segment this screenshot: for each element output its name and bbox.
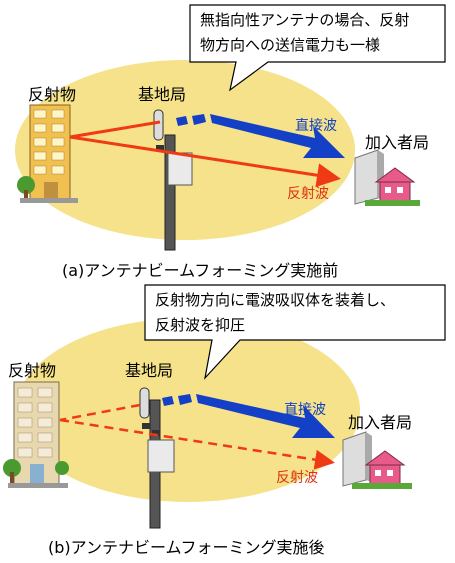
reflected-wave-b — [59, 403, 335, 470]
reflected-wave-a — [69, 120, 341, 188]
reflected-wave-label-b: 反射波 — [276, 470, 318, 486]
reflector-building-b — [3, 381, 69, 488]
direct-wave-a — [176, 114, 345, 158]
subscriber-label-b: 加入者局 — [348, 413, 412, 432]
base-station-a — [153, 109, 193, 251]
callout-a: 無指向性アンテナの場合、反射 物方向への送信電力も一様 — [189, 4, 446, 92]
callout-b-line2: 反射波を抑圧 — [155, 316, 245, 334]
base-station-b — [139, 387, 175, 529]
subscriber-station-b — [342, 431, 412, 489]
coverage-area-a — [15, 60, 355, 240]
direct-wave-b — [162, 394, 335, 438]
base-station-label-b: 基地局 — [125, 361, 173, 380]
callout-a-line1: 無指向性アンテナの場合、反射 — [200, 11, 409, 29]
caption-b: (b)アンテナビームフォーミング実施後 — [48, 538, 325, 557]
callout-a-line2: 物方向への送信電力も一様 — [200, 36, 380, 54]
reflector-building-a — [17, 104, 78, 203]
subscriber-label-a: 加入者局 — [365, 133, 429, 152]
coverage-area-b — [16, 318, 360, 502]
reflector-label-b: 反射物 — [8, 361, 56, 380]
direct-wave-label-b: 直接波 — [284, 401, 326, 418]
panel-a: 無指向性アンテナの場合、反射 物方向への送信電力も一様 反射物 — [15, 4, 446, 280]
subscriber-station-a — [354, 149, 420, 206]
reflector-label-a: 反射物 — [28, 85, 76, 104]
direct-wave-label-a: 直接波 — [295, 117, 337, 134]
reflected-wave-label-a: 反射波 — [287, 186, 329, 202]
caption-a: (a)アンテナビームフォーミング実施前 — [62, 261, 338, 280]
callout-b: 反射物方向に電波吸収体を装着し、 反射波を抑圧 — [144, 284, 446, 380]
panel-b: 反射物方向に電波吸収体を装着し、 反射波を抑圧 反射物 — [3, 284, 446, 557]
callout-b-line1: 反射物方向に電波吸収体を装着し、 — [155, 291, 395, 309]
base-station-label-a: 基地局 — [138, 85, 186, 104]
